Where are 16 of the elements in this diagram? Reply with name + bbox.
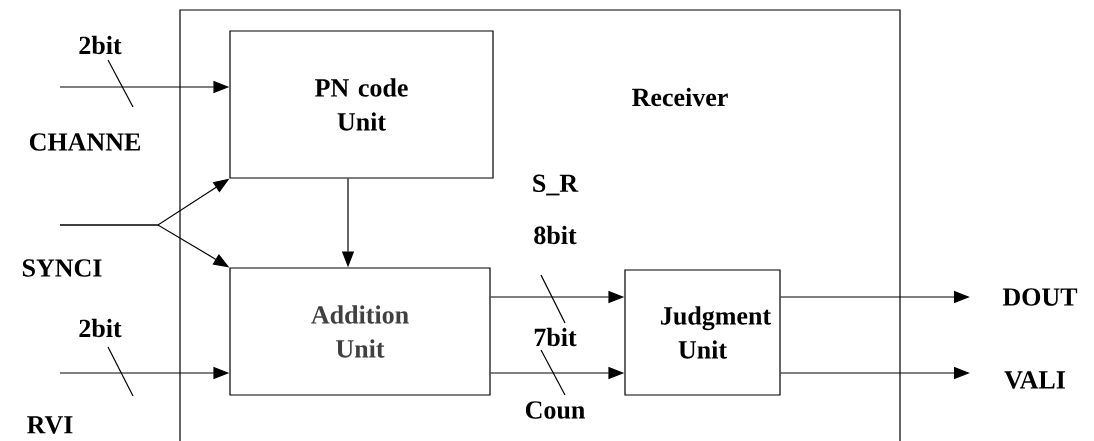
signal-label: Coun [525, 401, 585, 419]
edge-label: 2bit [79, 35, 122, 55]
signal-label: S_R [533, 174, 579, 196]
block-box: PN code Unit [229, 30, 494, 179]
signal-label: CHANNE [29, 133, 140, 151]
edge-label: 8bit [534, 225, 577, 245]
signal-label: VALI [1004, 371, 1065, 389]
signal-label: DOUT [1002, 288, 1078, 306]
edge-label: 7bit [534, 327, 577, 347]
signal-label: RVI [27, 416, 73, 434]
block-box: Addition Unit [229, 267, 491, 396]
block-box: Judgment Unit [624, 269, 781, 396]
frame-box [179, 9, 901, 441]
frame-title: Receiver [632, 87, 728, 107]
edge-label: 2bit [79, 318, 122, 338]
signal-label: SYNCI [22, 259, 102, 277]
